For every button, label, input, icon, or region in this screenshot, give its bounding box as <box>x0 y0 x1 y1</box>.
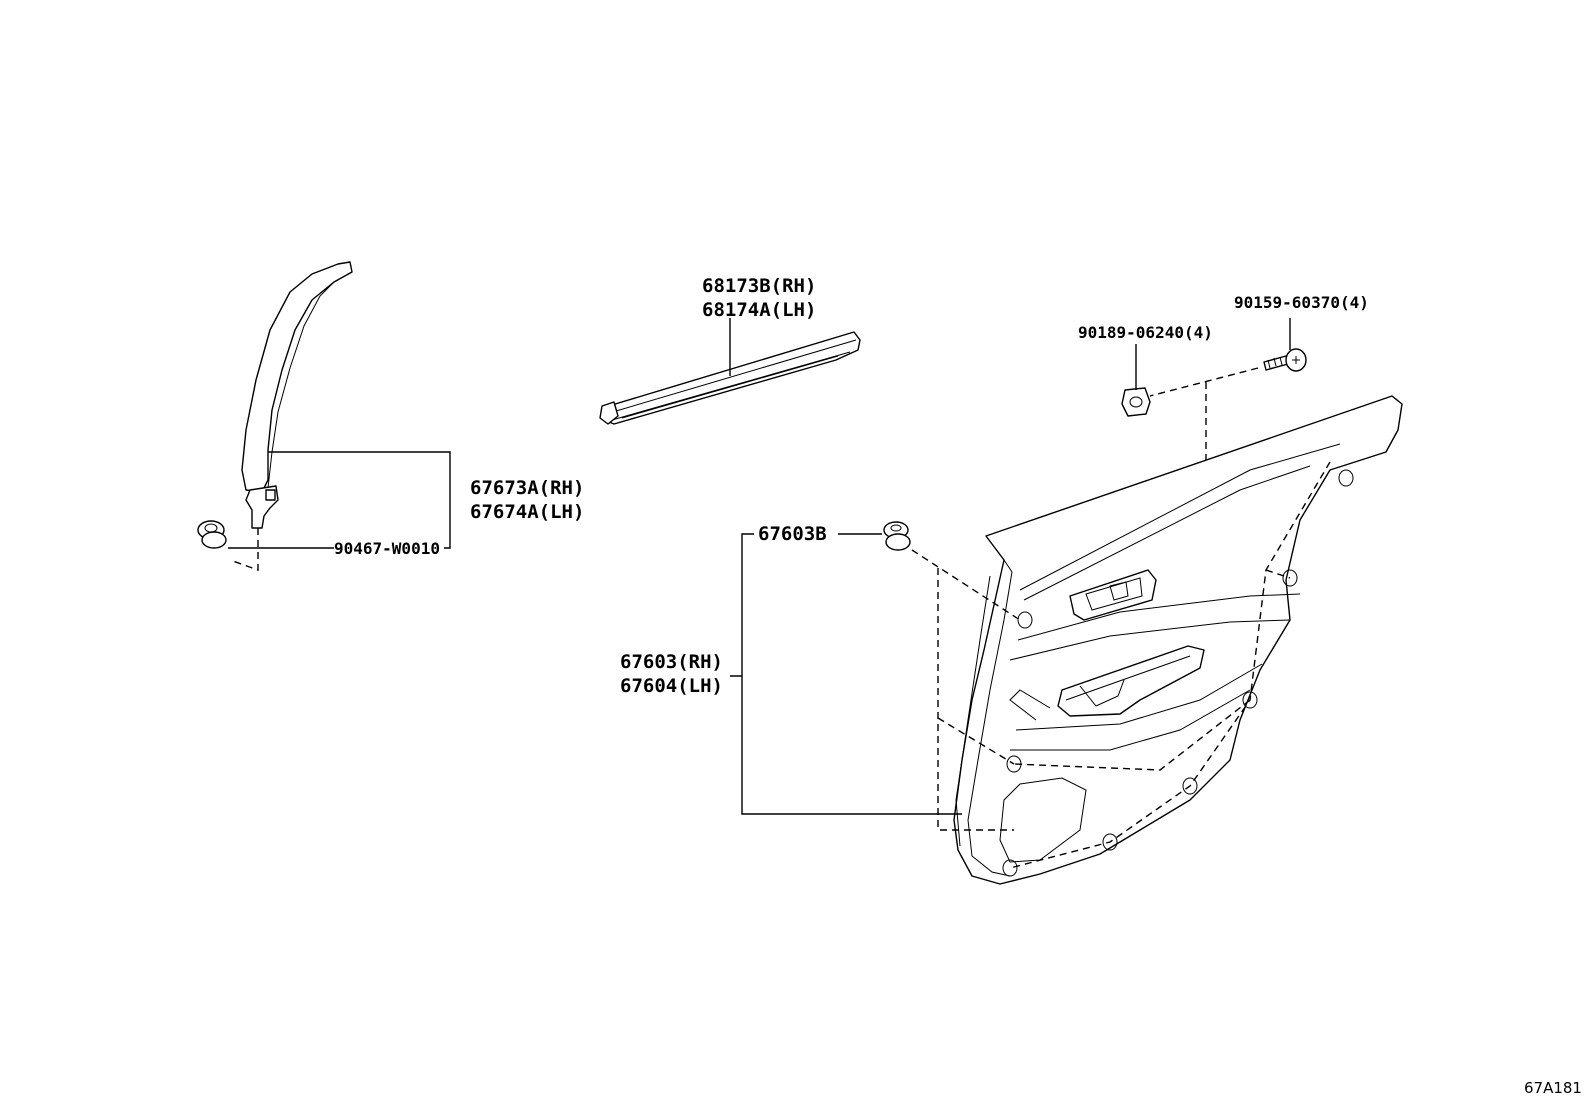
label-clip-67603b: 67603B <box>758 523 827 545</box>
screw-90159-part[interactable] <box>1263 348 1307 372</box>
dashed-screw-nut <box>1149 367 1259 397</box>
clip-67603b-part[interactable] <box>883 521 911 551</box>
label-weatherstrip-lh: 68174A(LH) <box>702 299 816 321</box>
clip-90467-part[interactable] <box>197 520 227 549</box>
label-nut-90189: 90189-06240(4) <box>1078 323 1213 342</box>
diagram-code: 67A181 <box>1524 1079 1582 1097</box>
nut-90189-part[interactable] <box>1121 387 1151 417</box>
label-garnish-lh: 67674A(LH) <box>470 501 584 523</box>
label-weatherstrip-rh: 68173B(RH) <box>702 275 816 297</box>
label-screw-90159: 90159-60370(4) <box>1234 293 1369 312</box>
dashed-clip-garnish <box>229 528 259 571</box>
leader-garnish <box>268 451 451 549</box>
label-trim-board-rh: 67603(RH) <box>620 651 723 673</box>
door-trim-board-part[interactable] <box>953 395 1403 885</box>
dashed-clip-pattern-2 <box>1013 569 1291 771</box>
label-garnish-rh: 67673A(RH) <box>470 477 584 499</box>
leader-trim-board <box>730 533 962 815</box>
weatherstrip-part[interactable] <box>599 331 861 425</box>
door-garnish-part[interactable] <box>241 261 353 529</box>
label-trim-board-lh: 67604(LH) <box>620 675 723 697</box>
dashed-clip-67603b <box>911 549 1021 831</box>
label-clip-90467: 90467-W0010 <box>334 539 440 558</box>
